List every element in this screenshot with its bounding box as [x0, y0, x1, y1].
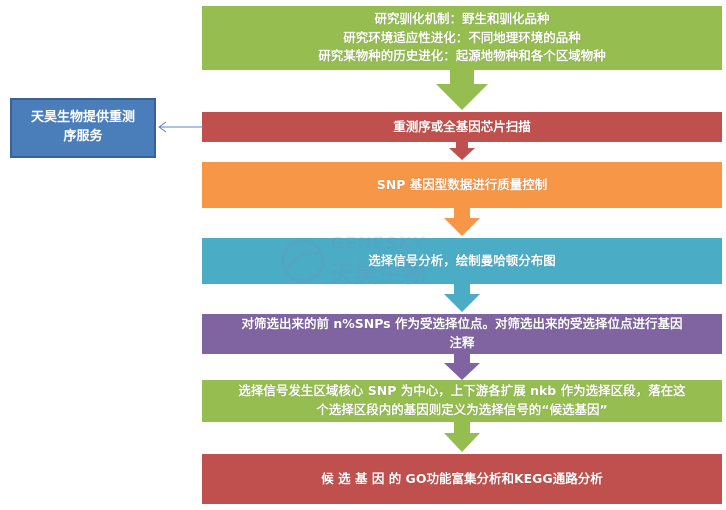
step-5-line-2: 注释 — [449, 335, 475, 350]
step-2-box: 重测序或全基因芯片扫描 — [202, 112, 722, 142]
step-4-line-1: 选择信号分析，绘制曼哈顿分布图 — [368, 252, 556, 268]
arrow-down-icon — [444, 208, 480, 236]
service-note-line-2: 序服务 — [63, 129, 103, 144]
step-1-line-3: 研究某物种的历史进化：起源地物种和各个区域物种 — [318, 48, 606, 64]
step-1-box: 研究驯化机制：野生和驯化品种 研究环境适应性进化：不同地理环境的品种 研究某物种… — [202, 6, 722, 70]
step-7-box: 候 选 基 因 的 GO功能富集分析和KEGG通路分析 — [202, 454, 722, 504]
step-6-box: 选择信号发生区域核心 SNP 为中心，上下游各扩展 nkb 作为选择区段，落在这… — [202, 380, 722, 422]
step-7-line-1: 候 选 基 因 的 GO功能富集分析和KEGG通路分析 — [321, 470, 603, 486]
arrow-down-icon — [444, 354, 480, 380]
step-2-line-1: 重测序或全基因芯片扫描 — [393, 118, 531, 134]
arrow-down-icon — [444, 284, 480, 312]
service-note-line-1: 天昊生物提供重测 — [30, 110, 135, 126]
arrow-down-icon — [436, 70, 488, 110]
step-3-box: SNP 基因型数据进行质量控制 — [202, 162, 722, 208]
step-6-line-1: 选择信号发生区域核心 SNP 为中心，上下游各扩展 nkb 作为选择区段，落在这 — [238, 383, 686, 399]
step-5-box: 对筛选出来的前 n%SNPs 作为受选择位点。对筛选出来的受选择位点进行基因 注… — [202, 314, 722, 354]
arrow-down-icon — [449, 142, 475, 160]
step-5-line-1: 对筛选出来的前 n%SNPs 作为受选择位点。对筛选出来的受选择位点进行基因 — [241, 316, 683, 332]
arrow-down-icon — [444, 422, 480, 452]
step-1-line-2: 研究环境适应性进化：不同地理环境的品种 — [343, 29, 581, 45]
arrow-left-icon — [158, 121, 204, 133]
step-4-box: 选择信号分析，绘制曼哈顿分布图 — [202, 238, 722, 284]
step-1-line-1: 研究驯化机制：野生和驯化品种 — [374, 10, 550, 26]
step-6-line-2: 个选择区段内的基因则定义为选择信号的“候选基因” — [316, 402, 608, 417]
service-note-box: 天昊生物提供重测 序服务 — [10, 98, 156, 158]
step-3-line-1: SNP 基因型数据进行质量控制 — [376, 176, 548, 192]
